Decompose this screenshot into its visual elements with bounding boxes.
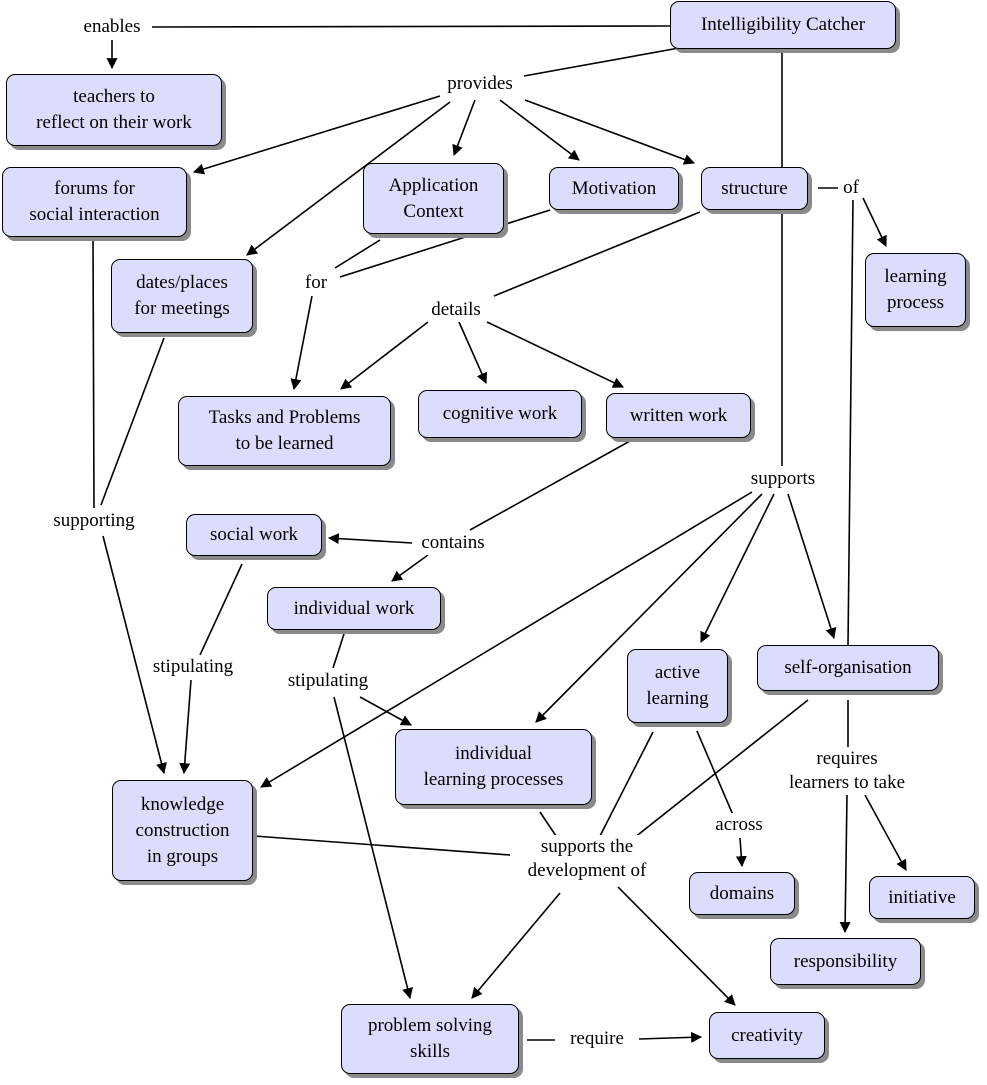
connector-details-tasks [340,321,429,390]
concept-social-work[interactable]: social work [186,514,322,556]
concept-application-context[interactable]: Application Context [363,163,504,234]
concept-teachers-reflect[interactable]: teachers to reflect on their work [6,74,222,146]
link-supporting: supporting [51,509,137,533]
concept-motivation[interactable]: Motivation [549,167,679,210]
connector-supporting-knowledge [102,535,167,775]
connector-require-creativity [638,1031,703,1043]
connector-selforg-of [847,197,854,646]
link-supports-development: supports the development of [525,835,649,883]
link-stipulating-individual: stipulating [285,669,371,693]
connector-provides-context [452,99,476,157]
concept-initiative[interactable]: initiative [869,876,975,919]
link-enables: enables [81,15,143,39]
connector-details-cognitive [458,321,488,385]
connector-motivation-for [339,209,551,278]
connector-dates-supporting [100,337,165,506]
concept-self-organisation[interactable]: self-organisation [757,645,939,691]
link-of: of [841,176,861,200]
connector-supports-indiv-learning [535,493,763,723]
connector-provides-forums [192,95,441,175]
connector-context-for [334,239,381,269]
concept-intelligibility-catcher[interactable]: Intelligibility Catcher [670,1,896,49]
concept-learning-process[interactable]: learning process [865,253,966,327]
connector-dev-problem-solving [471,892,561,999]
concept-active-learning[interactable]: active learning [627,649,728,723]
concept-individual-work[interactable]: individual work [267,587,441,630]
link-require: require [568,1027,626,1051]
connector-for-tasks [290,295,313,391]
link-stipulating-social: stipulating [150,655,236,679]
connector-stipulating-indiv-learning [359,696,412,726]
connector-dev-creativity [617,886,736,1006]
connector-provides-motivation [499,99,580,161]
link-requires: requires learners to take [786,747,908,795]
connector-details-written [486,321,624,388]
connector-requires-initiative [864,794,907,871]
concept-structure[interactable]: structure [701,167,808,210]
connector-supports-knowledge [260,491,753,788]
connector-across-domains [735,837,747,868]
connector-ic-provides [523,45,691,77]
link-provides: provides [445,72,515,96]
link-details: details [429,298,483,322]
concept-written-work[interactable]: written work [606,393,751,438]
connector-stipulating-problem [333,696,413,1000]
connector-knowledge-supports-dev [253,835,511,856]
concept-forums[interactable]: forums for social interaction [2,167,187,237]
connector-of-learning-process [862,197,887,247]
connector-provides-dates [246,101,451,256]
connector-structure-details [493,211,701,297]
connector-supports-active [700,493,775,643]
concept-responsibility[interactable]: responsibility [770,938,921,985]
connector-individual-stipulating [332,633,345,669]
connector-provides-structure [524,99,696,165]
connector-indivlearning-supports-dev [539,811,557,837]
concept-creativity[interactable]: creativity [709,1012,825,1059]
link-contains: contains [419,531,487,555]
connector-active-supports-dev [599,731,654,837]
concept-knowledge-construction[interactable]: knowledge construction in groups [112,780,253,881]
connector-stipulating-knowledge [179,679,192,775]
connector-contains-individual [391,554,429,582]
connector-requires-responsibility [839,794,851,934]
concept-dates-places[interactable]: dates/places for meetings [111,259,253,333]
concept-cognitive-work[interactable]: cognitive work [418,390,582,438]
connector-supports-selforg [787,493,837,640]
concept-individual-learning[interactable]: individual learning processes [395,729,592,805]
connector-selforg-supports-dev [633,699,809,839]
connector-social-stipulating [199,563,243,656]
connector-ic-enables [151,25,671,28]
concept-domains[interactable]: domains [689,872,795,915]
connector-forums-supporting [92,236,95,509]
concept-tasks-problems[interactable]: Tasks and Problems to be learned [178,396,391,466]
link-across: across [713,813,765,837]
link-supports: supports [748,467,818,491]
link-for: for [302,271,330,295]
connector-written-contains [469,440,631,531]
concept-problem-solving[interactable]: problem solving skills [341,1004,519,1074]
connector-contains-social [327,533,413,545]
